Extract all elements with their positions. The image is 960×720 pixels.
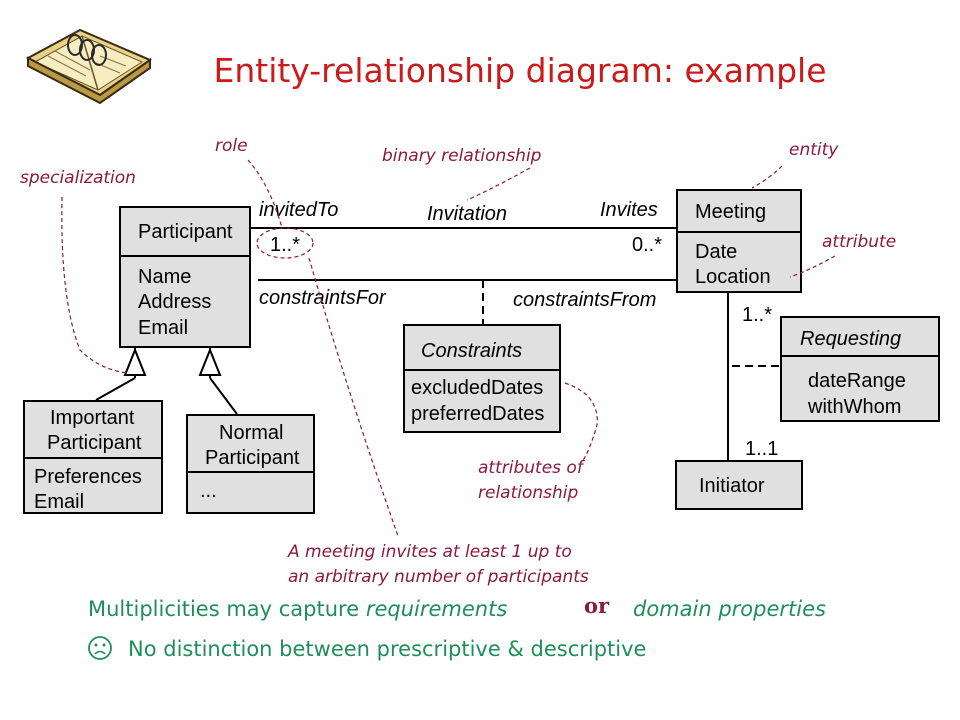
entity-attribute: Email (138, 317, 188, 339)
relationship-name: Requesting (800, 328, 901, 350)
role-label-invited-to: invitedTo (259, 199, 338, 221)
open-book-icon (25, 28, 153, 105)
footnote-or: or (584, 593, 610, 618)
relationship-attribute: dateRange (808, 370, 906, 392)
annotation-multiplicity-note: an arbitrary number of participants (288, 567, 589, 587)
annotation-attributes-of-relationship: attributes of (478, 458, 586, 478)
specialization-triangle-normal (198, 347, 222, 376)
footnote-emphasis: requirements (366, 597, 508, 621)
entity-name: Meeting (695, 201, 766, 223)
frown-face-icon (88, 636, 112, 660)
annotation-role: role (215, 136, 248, 156)
annotation-attribute: attribute (822, 232, 896, 252)
annotation-multiplicity-note: A meeting invites at least 1 up to (287, 542, 572, 562)
entity-attribute: Address (138, 291, 211, 313)
page-title: Entity-relationship diagram: example (214, 51, 827, 90)
footnote-multiplicities: Multiplicities may capture requirements (88, 597, 507, 621)
annotation-attributes-of-relationship: relationship (478, 483, 579, 503)
entity-important-participant: Important Participant Preferences Email (23, 400, 163, 514)
multiplicity-initiator: 1..1 (745, 438, 778, 460)
entity-attribute: Email (34, 491, 84, 513)
footnote-text: Multiplicities may capture (88, 597, 366, 621)
role-label-constraints-for: constraintsFor (259, 287, 387, 309)
relationship-constraints: Constraints excludedDates preferredDates (403, 324, 561, 433)
entity-name: Participant (138, 221, 233, 243)
multiplicity-meeting: 0..* (632, 234, 662, 256)
entity-meeting: Meeting Date Location (676, 189, 802, 293)
multiplicity-participant: 1..* (270, 234, 300, 256)
annotation-pointers (61, 159, 836, 537)
relationship-attribute: excludedDates (411, 377, 543, 399)
entity-attribute: ... (200, 480, 217, 502)
entity-participant: Participant Name Address Email (119, 206, 251, 348)
entity-attribute: Name (138, 266, 191, 288)
relationship-attribute: withWhom (807, 396, 901, 418)
entity-attribute: Preferences (34, 466, 142, 488)
entity-name: Participant (205, 447, 300, 469)
role-label-constraints-from: constraintsFrom (513, 289, 656, 311)
entity-initiator: Initiator (675, 460, 803, 510)
annotation-binary-relationship: binary relationship (382, 146, 542, 166)
relationship-attribute: preferredDates (411, 403, 544, 425)
role-label-invites: Invites (600, 199, 658, 221)
entity-name: Important (50, 407, 135, 429)
entity-normal-participant: Normal Participant ... (186, 414, 315, 514)
footnote-no-distinction: No distinction between prescriptive & de… (128, 637, 646, 661)
entity-name: Participant (47, 432, 142, 454)
relationship-label-invitation: Invitation (427, 203, 507, 225)
entity-attribute: Date (695, 241, 737, 263)
relationship-name: Constraints (421, 340, 522, 362)
annotation-specialization: specialization (20, 168, 136, 188)
entity-name: Normal (219, 422, 283, 444)
specialization-triangle-important (123, 347, 147, 376)
annotation-entity: entity (789, 140, 839, 160)
footnote-emphasis: domain properties (633, 597, 826, 621)
entity-attribute: Location (695, 266, 771, 288)
entity-name: Initiator (699, 475, 765, 497)
multiplicity-meeting-requesting: 1..* (742, 304, 772, 326)
relationship-requesting: Requesting dateRange withWhom (780, 316, 940, 422)
